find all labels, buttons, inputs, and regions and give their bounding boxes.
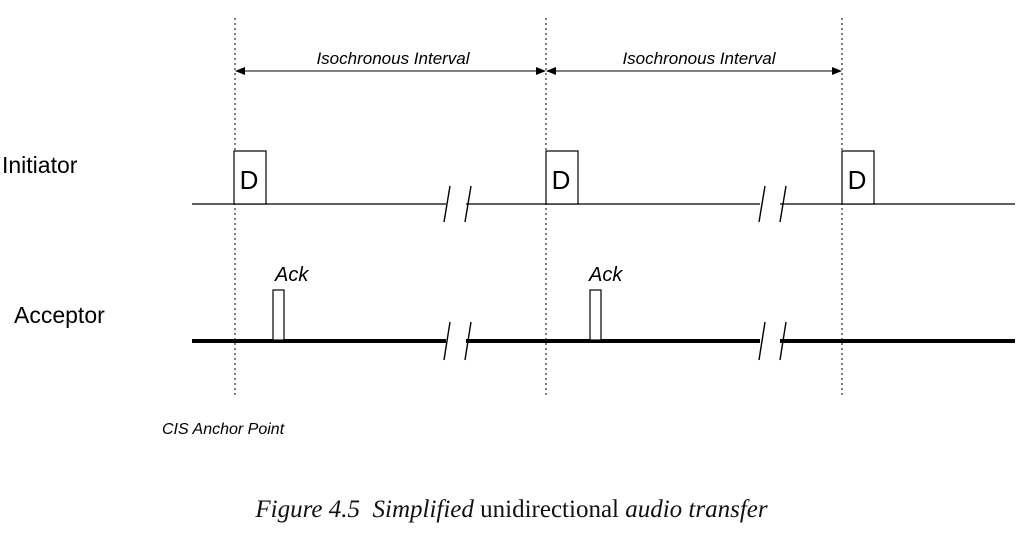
- data-packet-label-2: D: [552, 165, 571, 195]
- data-packet-3: D: [841, 150, 875, 205]
- figure-caption: Figure 4.5 Simplified unidirectional aud…: [0, 496, 1023, 524]
- acceptor-label: Acceptor: [14, 302, 105, 328]
- ack-label-1: Ack: [274, 264, 309, 286]
- initiator-break-mark-1: [443, 185, 472, 223]
- data-packet-label-1: D: [240, 165, 259, 195]
- caption-simplified: Simplified: [372, 496, 474, 523]
- data-packet-1: D: [233, 150, 267, 205]
- acceptor-break-mark-1: [443, 321, 472, 361]
- caption-figure-number: Figure 4.5: [255, 496, 360, 523]
- data-packet-2: D: [545, 150, 579, 205]
- caption-unidirectional: unidirectional: [480, 496, 619, 523]
- acceptor-break-mark-2: [758, 321, 787, 361]
- data-packet-label-3: D: [848, 165, 867, 195]
- ack-label-2: Ack: [588, 264, 623, 286]
- caption-audio-transfer: audio transfer: [625, 496, 768, 523]
- initiator-break-mark-2: [758, 185, 787, 223]
- ack-packet-2: Ack: [588, 264, 623, 341]
- initiator-label: Initiator: [2, 152, 78, 178]
- cis-anchor-point-label: CIS Anchor Point: [162, 421, 285, 438]
- ack-packet-1: Ack: [272, 264, 309, 341]
- interval-label-2: Isochronous Interval: [622, 49, 776, 68]
- interval-label-1: Isochronous Interval: [316, 49, 470, 68]
